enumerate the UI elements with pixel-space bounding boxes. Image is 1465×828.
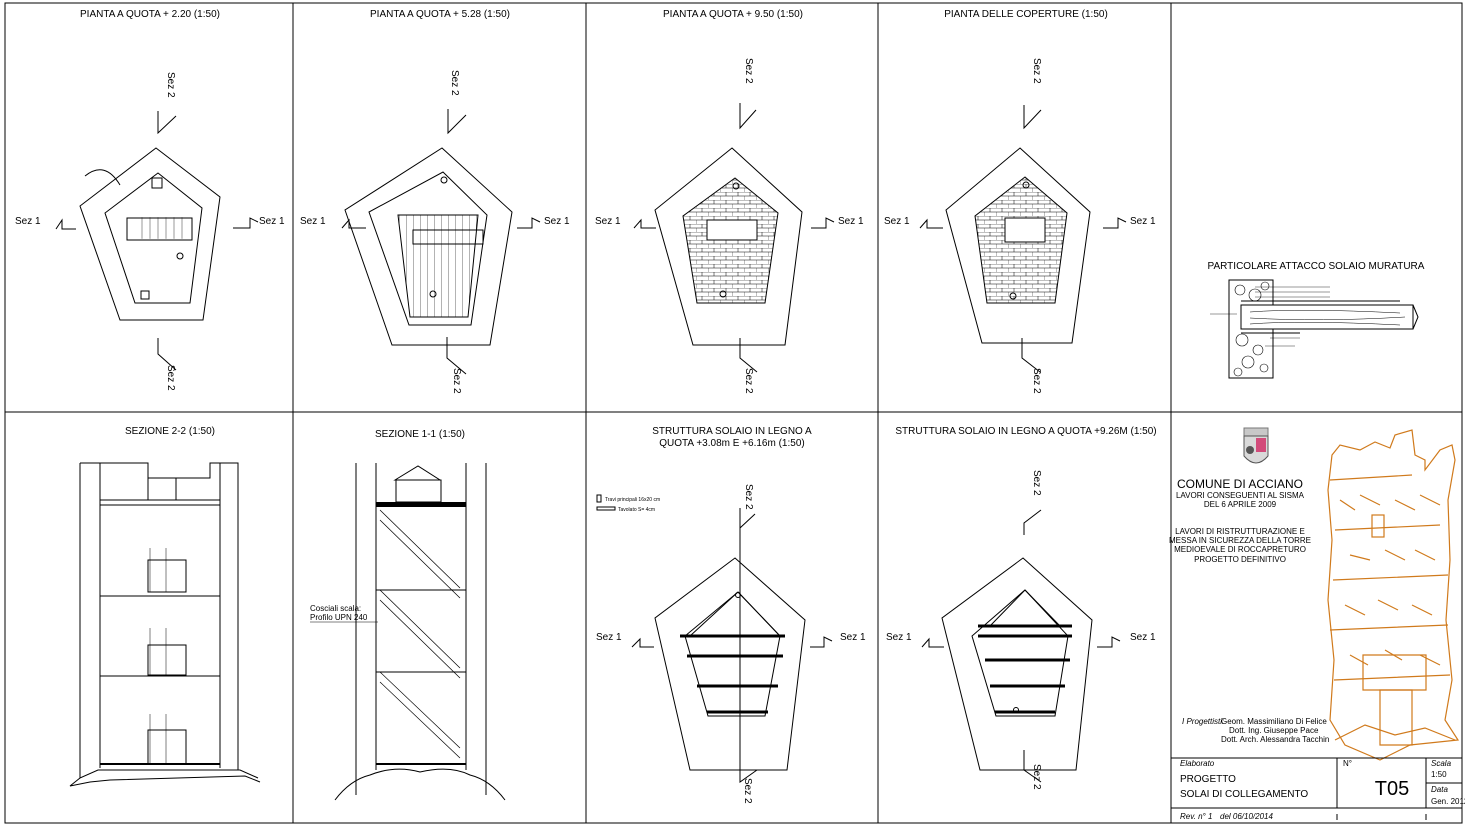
panel-title-line-2: QUOTA +3.08m E +6.16m (1:50) — [659, 438, 804, 449]
panel-title: SEZIONE 1-1 (1:50) — [375, 429, 465, 440]
detail-floor-wall: PARTICOLARE ATTACCO SOLAIO MURATURA — [1208, 261, 1425, 379]
elaborato-label: Elaborato — [1180, 759, 1215, 768]
sez1-label: Sez 1 — [1130, 216, 1156, 227]
note-line-2: Profilo UPN 240 — [310, 613, 368, 622]
sez1-label: Sez 1 — [1130, 632, 1156, 643]
revision: Rev. n° 1 — [1180, 812, 1212, 821]
panel-title: PIANTA A QUOTA + 2.20 (1:50) — [80, 9, 220, 20]
note-line-1: Cosciali scala: — [310, 604, 361, 613]
desc-line-1: LAVORI DI RISTRUTTURAZIONE E — [1175, 527, 1305, 536]
plan-9-50: PIANTA A QUOTA + 9.50 (1:50) Sez 2 Sez 2… — [595, 9, 864, 394]
panel-title: SEZIONE 2-2 (1:50) — [125, 426, 215, 437]
sez2-label: Sez 2 — [1031, 368, 1042, 394]
sez2-label: Sez 2 — [449, 70, 460, 96]
panel-title: PARTICOLARE ATTACCO SOLAIO MURATURA — [1208, 261, 1425, 272]
sez1-label: Sez 1 — [259, 216, 285, 227]
progettista-1: Geom. Massimiliano Di Felice — [1221, 717, 1327, 726]
comune-name: COMUNE DI ACCIANO — [1177, 477, 1303, 491]
floor-structure-9-26: STRUTTURA SOLAIO IN LEGNO A QUOTA +9.26M… — [886, 426, 1157, 790]
scala-value: 1:50 — [1431, 770, 1447, 779]
title-block: COMUNE DI ACCIANO LAVORI CONSEGUENTI AL … — [1169, 427, 1465, 821]
elaborato-line-1: PROGETTO — [1180, 774, 1236, 785]
sez1-label: Sez 1 — [300, 216, 326, 227]
desc-line-2: MESSA IN SICUREZZA DELLA TORRE — [1169, 536, 1311, 545]
sez2-label: Sez 2 — [742, 778, 753, 804]
panel-title: PIANTA DELLE COPERTURE (1:50) — [944, 9, 1108, 20]
number-label: N° — [1343, 759, 1352, 768]
sez2-label: Sez 2 — [743, 58, 754, 84]
sheet-frame — [4, 2, 1463, 824]
sez1-label: Sez 1 — [884, 216, 910, 227]
sez2-label: Sez 2 — [165, 72, 176, 98]
sez2-label: Sez 2 — [1031, 764, 1042, 790]
drawing-number: T05 — [1375, 778, 1409, 800]
tower-sketch — [1327, 429, 1460, 761]
sez2-label: Sez 2 — [451, 368, 462, 394]
plan-coperture: PIANTA DELLE COPERTURE (1:50) Sez 2 Sez … — [884, 9, 1156, 394]
plan-5-28: PIANTA A QUOTA + 5.28 (1:50) Sez 2 Sez 2… — [300, 9, 570, 394]
sez2-label: Sez 2 — [743, 368, 754, 394]
panel-title-line-1: STRUTTURA SOLAIO IN LEGNO A — [652, 426, 812, 437]
panel-title: PIANTA A QUOTA + 9.50 (1:50) — [663, 9, 803, 20]
section-2-2: SEZIONE 2-2 (1:50) — [69, 426, 261, 787]
desc-line-3: MEDIOEVALE DI ROCCAPRETURO — [1174, 545, 1306, 554]
floor-structure-3-08: STRUTTURA SOLAIO IN LEGNO A QUOTA +3.08m… — [596, 426, 866, 804]
sez1-label: Sez 1 — [838, 216, 864, 227]
sez1-label: Sez 1 — [840, 632, 866, 643]
scala-label: Scala — [1431, 759, 1452, 768]
progettista-3: Dott. Arch. Alessandra Tacchin — [1221, 735, 1329, 744]
sez1-label: Sez 1 — [596, 632, 622, 643]
elaborato-line-2: SOLAI DI COLLEGAMENTO — [1180, 789, 1308, 800]
plan-2-20: PIANTA A QUOTA + 2.20 (1:50) Sez 2 Sez 2… — [15, 9, 285, 391]
lavori-line-2: DEL 6 APRILE 2009 — [1204, 500, 1277, 509]
legend-beams: Travi principali 16x20 cm — [605, 497, 660, 503]
sez1-label: Sez 1 — [595, 216, 621, 227]
legend-planks: Tavolato S= 4cm — [618, 507, 655, 513]
progettista-2: Dott. Ing. Giuseppe Pace — [1229, 726, 1319, 735]
panel-title: PIANTA A QUOTA + 5.28 (1:50) — [370, 9, 510, 20]
sez2-label: Sez 2 — [743, 484, 754, 510]
sez2-label: Sez 2 — [1031, 58, 1042, 84]
sez1-label: Sez 1 — [15, 216, 41, 227]
data-value: Gen. 2012 — [1431, 797, 1465, 806]
sez2-label: Sez 2 — [165, 365, 176, 391]
sez1-label: Sez 1 — [544, 216, 570, 227]
panel-title: STRUTTURA SOLAIO IN LEGNO A QUOTA +9.26M… — [895, 426, 1156, 437]
sez2-label: Sez 2 — [1031, 470, 1042, 496]
lavori-line-1: LAVORI CONSEGUENTI AL SISMA — [1176, 491, 1305, 500]
desc-line-4: PROGETTO DEFINITIVO — [1194, 555, 1286, 564]
section-1-1: SEZIONE 1-1 (1:50) Cosciali scala: Profi… — [310, 429, 506, 801]
coat-of-arms-icon — [1243, 427, 1269, 464]
sez1-label: Sez 1 — [886, 632, 912, 643]
data-label: Data — [1431, 785, 1448, 794]
revision-date: del 06/10/2014 — [1220, 812, 1273, 821]
progettisti-label: I Progettisti: — [1182, 717, 1224, 726]
